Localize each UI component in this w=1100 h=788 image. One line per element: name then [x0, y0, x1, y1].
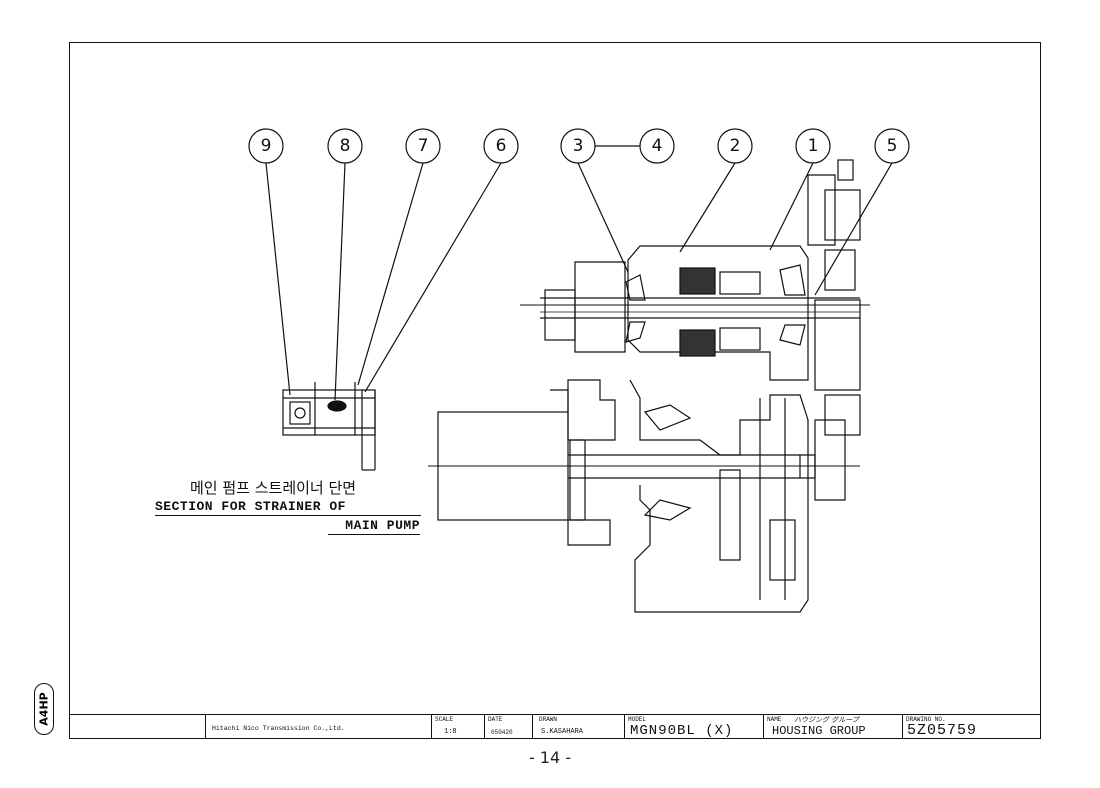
drawing-sheet	[69, 42, 1041, 739]
drawn-cell: DRAWN S.KASAHARA	[532, 715, 624, 739]
date-cell: DATE 050420	[484, 715, 532, 739]
drawing-no-value: 5Z05759	[907, 722, 978, 739]
drawn-label: DRAWN	[539, 716, 558, 723]
company-cell: Hitachi Nico Transmission Co.,Ltd.	[205, 715, 420, 739]
name-value: HOUSING GROUP	[772, 724, 866, 738]
model-cell: MODEL MGN90BL (X)	[624, 715, 763, 739]
drawing-no-label: DRAWING NO.	[906, 716, 946, 723]
side-tag-text: A4HP	[37, 692, 51, 726]
strainer-section-detail	[282, 382, 376, 471]
callout-1: 1	[769, 128, 831, 251]
callout-6-number: 6	[496, 136, 507, 156]
callout-8: 8	[327, 128, 363, 401]
callout-2: 2	[679, 128, 753, 253]
callout-1-number: 1	[808, 136, 819, 156]
company-name: Hitachi Nico Transmission Co.,Ltd.	[212, 725, 345, 732]
date-label: DATE	[488, 716, 503, 723]
callout-2-number: 2	[730, 136, 741, 156]
callout-5: 5	[814, 128, 910, 296]
scale-block: SCALE 1:8	[431, 715, 484, 739]
date-value: 050420	[491, 729, 513, 736]
section-label-korean: 메인 펌프 스트레이너 단면	[190, 479, 357, 497]
scale-value: 1:8	[444, 728, 457, 736]
page-number: - 14 -	[528, 748, 572, 767]
scale-label: SCALE	[435, 716, 454, 723]
callout-7-number: 7	[418, 136, 429, 156]
drawn-value: S.KASAHARA	[541, 728, 584, 736]
drawing-no-cell: DRAWING NO. 5Z05759	[902, 715, 1041, 739]
model-label: MODEL	[628, 716, 647, 723]
callout-3-number: 3	[573, 136, 584, 156]
name-label: NAME	[767, 716, 782, 723]
section-label-line1: SECTION FOR STRAINER OF	[155, 499, 421, 516]
callout-6: 6	[364, 128, 519, 393]
callout-3: 3	[560, 128, 640, 273]
callout-4-number: 4	[652, 136, 663, 156]
callout-8-number: 8	[340, 136, 351, 156]
section-label-line2: MAIN PUMP	[328, 518, 420, 535]
name-cell: NAME ハウジング グループ HOUSING GROUP	[763, 715, 902, 739]
title-block: Hitachi Nico Transmission Co.,Ltd. SCALE…	[69, 714, 1041, 739]
callout-4: 4	[639, 128, 675, 164]
callout-5-number: 5	[887, 136, 898, 156]
side-tag: A4HP	[34, 683, 54, 735]
housing-cross-section	[428, 159, 870, 613]
callout-9-number: 9	[261, 136, 272, 156]
model-value: MGN90BL (X)	[630, 723, 734, 739]
callout-9: 9	[248, 128, 291, 396]
callout-7: 7	[357, 128, 441, 386]
name-japanese: ハウジング グループ	[794, 716, 859, 724]
